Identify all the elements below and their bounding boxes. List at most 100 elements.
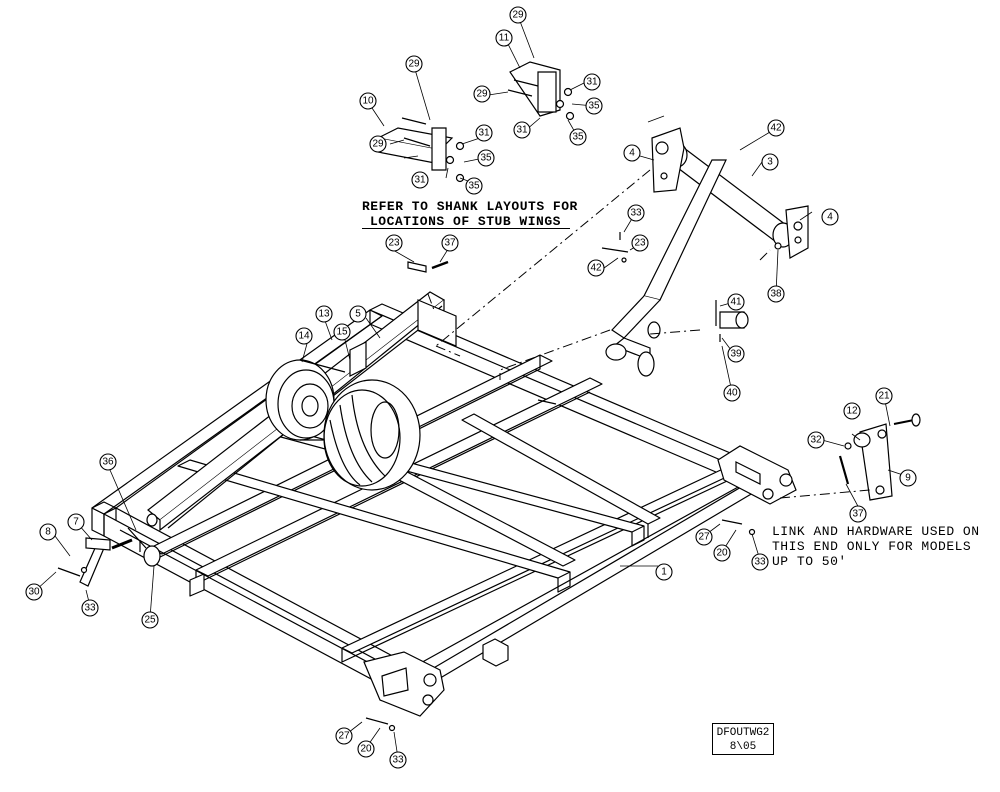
callout-38-label: 38 xyxy=(770,289,782,300)
drawing-date: 8\05 xyxy=(729,741,757,753)
callout-7-label: 7 xyxy=(73,517,79,528)
callout-27b: 27 xyxy=(335,727,353,745)
callout-3-label: 3 xyxy=(767,157,773,168)
callout-27a-label: 27 xyxy=(698,532,710,543)
callout-37a: 37 xyxy=(441,234,459,252)
callout-21: 21 xyxy=(875,387,893,405)
callout-29c: 29 xyxy=(509,6,527,24)
callout-33d: 33 xyxy=(627,204,645,222)
callout-23a: 23 xyxy=(385,234,403,252)
callout-31d: 31 xyxy=(513,121,531,139)
callout-11-label: 11 xyxy=(499,33,510,44)
callout-32-label: 32 xyxy=(810,435,822,446)
callout-33a-label: 33 xyxy=(84,603,96,614)
callout-35b-label: 35 xyxy=(468,181,480,192)
callout-4b: 4 xyxy=(821,208,839,226)
callout-29d: 29 xyxy=(473,85,491,103)
callout-30: 30 xyxy=(25,583,43,601)
shank-note-line-2: LOCATIONS OF STUB WINGS xyxy=(370,214,561,229)
callout-3: 3 xyxy=(761,153,779,171)
callout-40: 40 xyxy=(723,384,741,402)
callout-40-label: 40 xyxy=(726,388,738,399)
callout-10-label: 10 xyxy=(362,96,374,107)
callout-15: 15 xyxy=(333,323,351,341)
callout-36-label: 36 xyxy=(102,457,114,468)
callout-33c-label: 33 xyxy=(392,755,404,766)
callout-23b-label: 23 xyxy=(634,238,646,249)
callout-39-label: 39 xyxy=(730,349,742,360)
link-note-line-3: UP TO 50' xyxy=(772,554,847,569)
callout-33b: 33 xyxy=(751,553,769,571)
callout-32: 32 xyxy=(807,431,825,449)
callout-29b: 29 xyxy=(369,135,387,153)
callout-31b: 31 xyxy=(411,171,429,189)
callout-9-label: 9 xyxy=(905,473,911,484)
callout-4a: 4 xyxy=(623,144,641,162)
drawing-code: DFOUTWG2 xyxy=(716,727,770,739)
callout-41-label: 41 xyxy=(730,297,742,308)
shank-note-underline xyxy=(362,228,570,229)
callout-20b-label: 20 xyxy=(360,744,372,755)
callout-8: 8 xyxy=(39,523,57,541)
callout-15-label: 15 xyxy=(336,327,348,338)
callout-27b-label: 27 xyxy=(338,731,350,742)
link-bar xyxy=(838,413,921,501)
loose-hardware xyxy=(80,232,782,732)
callout-12: 12 xyxy=(843,402,861,420)
callout-35d: 35 xyxy=(569,128,587,146)
callout-23a-label: 23 xyxy=(388,238,400,249)
link-note-line-1: LINK AND HARDWARE USED ON xyxy=(772,524,980,539)
left-hinge-bracket xyxy=(363,651,445,717)
callout-5-label: 5 xyxy=(355,309,361,320)
callout-31a-label: 31 xyxy=(478,128,490,139)
callout-35c-label: 35 xyxy=(588,101,600,112)
callout-37b-label: 37 xyxy=(852,509,864,520)
callout-35a: 35 xyxy=(477,149,495,167)
shank-note-line-1: REFER TO SHANK LAYOUTS FOR xyxy=(362,199,578,214)
callout-4b-label: 4 xyxy=(827,212,833,223)
callout-25-label: 25 xyxy=(144,615,156,626)
callout-20b: 20 xyxy=(357,740,375,758)
callout-42a-label: 42 xyxy=(770,123,782,134)
hitch-assembly xyxy=(605,127,809,377)
callout-38: 38 xyxy=(767,285,785,303)
callout-7: 7 xyxy=(67,513,85,531)
callout-1-label: 1 xyxy=(661,567,667,578)
callout-23b: 23 xyxy=(631,234,649,252)
callout-39: 39 xyxy=(727,345,745,363)
callout-14-label: 14 xyxy=(298,331,310,342)
callout-10: 10 xyxy=(359,92,377,110)
end-handle-hardware xyxy=(57,513,161,587)
stub-wing-bracket-2 xyxy=(507,61,575,121)
callout-13: 13 xyxy=(315,305,333,323)
tire xyxy=(323,379,421,491)
wheel-rim xyxy=(265,359,346,441)
callout-37b: 37 xyxy=(849,505,867,523)
callout-33b-label: 33 xyxy=(754,557,766,568)
callout-31c: 31 xyxy=(583,73,601,91)
callout-1: 1 xyxy=(655,563,673,581)
callout-42b-label: 42 xyxy=(590,263,602,274)
callout-30-label: 30 xyxy=(28,587,40,598)
callout-25: 25 xyxy=(141,611,159,629)
callout-33a: 33 xyxy=(81,599,99,617)
shank-layout-note: REFER TO SHANK LAYOUTS FOR LOCATIONS OF … xyxy=(362,199,578,229)
link-hardware-note: LINK AND HARDWARE USED ON THIS END ONLY … xyxy=(772,524,980,569)
right-hinge-bracket xyxy=(717,445,797,505)
callout-31a: 31 xyxy=(475,124,493,142)
callout-35b: 35 xyxy=(465,177,483,195)
callout-41: 41 xyxy=(727,293,745,311)
callout-33d-label: 33 xyxy=(630,208,642,219)
callout-12-label: 12 xyxy=(846,406,858,417)
callout-20a: 20 xyxy=(713,544,731,562)
callout-36: 36 xyxy=(99,453,117,471)
callout-4a-label: 4 xyxy=(629,148,635,159)
callout-27a: 27 xyxy=(695,528,713,546)
callout-35c: 35 xyxy=(585,97,603,115)
drawing-number-box: DFOUTWG2 8\05 xyxy=(712,723,774,755)
callout-33c: 33 xyxy=(389,751,407,769)
callout-35d-label: 35 xyxy=(572,132,584,143)
callout-42b: 42 xyxy=(587,259,605,277)
stub-wing-bracket-1 xyxy=(376,117,465,183)
